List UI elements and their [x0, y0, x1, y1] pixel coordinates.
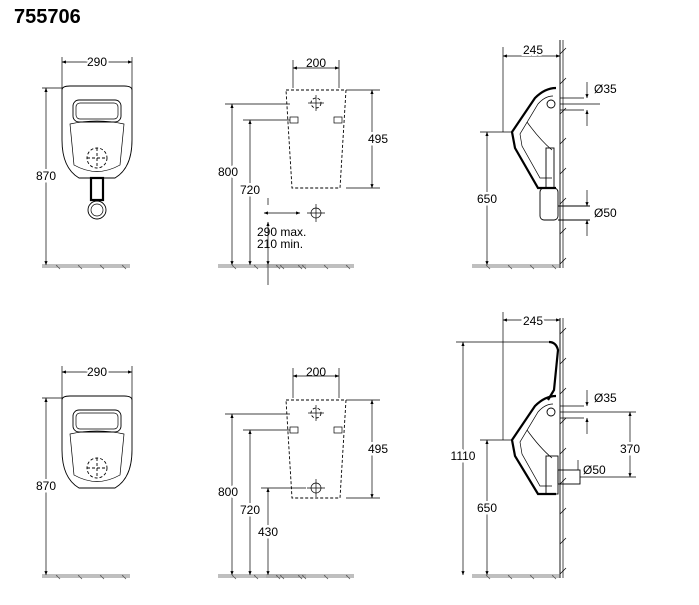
side-view-bottom: 245 Ø35 Ø50 370 1110 650 [448, 312, 643, 580]
side-inlet-bottom: Ø35 [594, 391, 617, 405]
layout-height-b-top: 800 [218, 165, 238, 179]
layout-height-a-top: 495 [368, 132, 388, 146]
side-inlet-height-bottom: 370 [620, 442, 640, 456]
side-height-bottom: 650 [477, 501, 497, 515]
side-height-total-bottom: 1110 [451, 449, 476, 463]
layout-note-max: 290 max. [257, 225, 306, 239]
side-height-top: 650 [477, 192, 497, 206]
side-view-top: 245 Ø35 Ø50 650 [471, 40, 617, 270]
front-width-top: 290 [87, 55, 107, 69]
side-outlet-top: Ø50 [594, 206, 617, 220]
layout-view-top: 200 495 800 720 290 max. 210 min. [215, 56, 391, 285]
front-height-top: 870 [36, 169, 56, 183]
layout-height-c-bottom: 720 [240, 503, 260, 517]
layout-view-bottom: 200 495 800 720 430 [215, 365, 391, 580]
layout-height-a-bottom: 495 [368, 442, 388, 456]
side-outlet-bottom: Ø50 [583, 463, 606, 477]
side-inlet-top: Ø35 [594, 82, 617, 96]
layout-height-c-top: 720 [240, 183, 260, 197]
product-number: 755706 [14, 6, 81, 28]
layout-width-bottom: 200 [306, 365, 326, 379]
front-view-bottom: 290 870 [33, 363, 133, 580]
side-depth-bottom: 245 [523, 314, 543, 328]
layout-height-b-bottom: 800 [218, 485, 238, 499]
front-height-bottom: 870 [36, 479, 56, 493]
front-width-bottom: 290 [87, 365, 107, 379]
front-view-top: 290 870 [33, 53, 133, 270]
layout-height-d-bottom: 430 [258, 525, 278, 539]
layout-width-top: 200 [306, 56, 326, 70]
side-depth-top: 245 [523, 43, 543, 57]
layout-note-min: 210 min. [257, 237, 303, 251]
